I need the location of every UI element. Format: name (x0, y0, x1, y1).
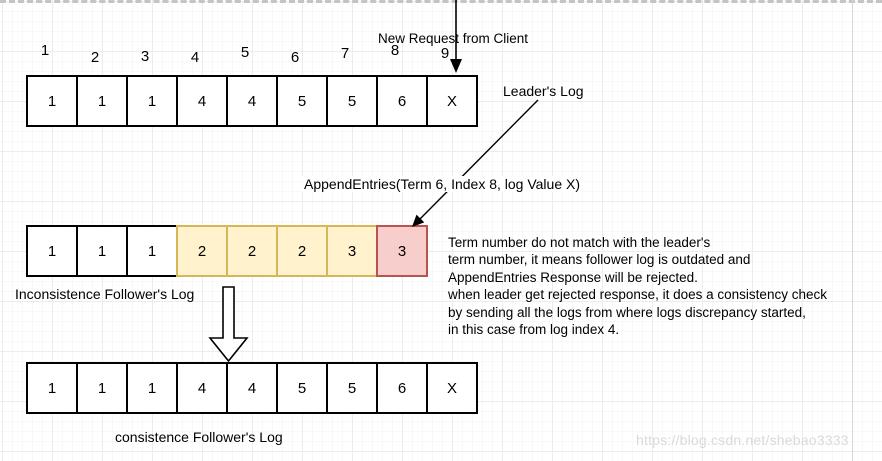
explanation-line: in this case from log index 4. (448, 322, 620, 338)
index-label: 3 (140, 48, 150, 65)
log-cell: 5 (276, 75, 328, 127)
log-cell: 5 (276, 362, 328, 414)
index-label: 8 (390, 42, 400, 59)
new-request-label: New Request from Client (378, 31, 529, 46)
index-label: 1 (40, 42, 50, 59)
page-boundary-top (0, 0, 882, 3)
log-cell: 1 (26, 75, 78, 127)
log-cell-outdated: 2 (226, 225, 278, 277)
log-cell: 1 (76, 75, 128, 127)
index-label: 2 (90, 49, 100, 66)
log-cell: X (426, 75, 478, 127)
explanation-line: AppendEntries Response will be rejected. (448, 269, 698, 285)
log-cell: 1 (126, 362, 178, 414)
log-cell: 4 (226, 362, 278, 414)
index-label: 6 (290, 49, 300, 66)
log-cell-outdated: 3 (326, 225, 378, 277)
index-label: 5 (240, 44, 250, 61)
inconsistent-follower-log-label: Inconsistence Follower's Log (15, 286, 195, 302)
consistent-follower-log-label: consistence Follower's Log (115, 429, 283, 445)
explanation-text: Term number do not match with the leader… (448, 234, 873, 338)
explanation-line: Term number do not match with the leader… (448, 235, 711, 250)
log-cell: 6 (376, 75, 428, 127)
explanation-line: by sending all the logs from where logs … (448, 304, 806, 320)
inconsistent-follower-log-row: 1 1 1 2 2 2 3 3 (26, 225, 428, 277)
log-cell: 4 (176, 362, 228, 414)
log-cell: 5 (326, 75, 378, 127)
log-cell: 1 (26, 225, 78, 277)
log-cell: 6 (376, 362, 428, 414)
log-cell: 5 (326, 362, 378, 414)
log-cell-rejected: 3 (376, 225, 428, 277)
leader-log-row: 1 1 1 4 4 5 5 6 X (26, 75, 478, 127)
log-cell: 1 (26, 362, 78, 414)
explanation-line: term number, it means follower log is ou… (448, 252, 751, 268)
index-label: 4 (190, 49, 200, 66)
index-label: 7 (340, 45, 350, 62)
consistent-follower-log-row: 1 1 1 4 4 5 5 6 X (26, 362, 478, 414)
index-label: 9 (440, 45, 450, 62)
consistency-update-arrow-icon (208, 286, 249, 363)
log-cell: X (426, 362, 478, 414)
page-boundary-right (852, 0, 853, 461)
log-cell: 1 (76, 362, 128, 414)
log-index-labels: 1 2 3 4 5 6 7 8 9 (20, 42, 470, 66)
log-cell: 1 (76, 225, 128, 277)
log-cell: 1 (126, 75, 178, 127)
log-cell: 4 (226, 75, 278, 127)
log-cell: 1 (126, 225, 178, 277)
watermark: https://blog.csdn.net/shebao3333 (636, 432, 849, 448)
log-cell-outdated: 2 (176, 225, 228, 277)
leaders-log-label: Leader's Log (503, 83, 584, 99)
log-cell: 4 (176, 75, 228, 127)
explanation-line: when leader get rejected response, it do… (448, 287, 827, 303)
log-cell-outdated: 2 (276, 225, 328, 277)
append-entries-label: AppendEntries(Term 6, Index 8, log Value… (302, 176, 583, 192)
